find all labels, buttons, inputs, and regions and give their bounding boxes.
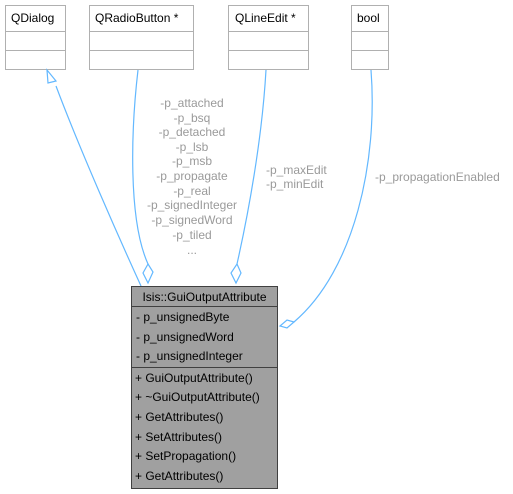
class-name-guioutputattribute: Isis::GuiOutputAttribute [142, 290, 266, 304]
edge-label-p-minedit: -p_minEdit [266, 177, 324, 191]
class-name-qlineedit: QLineEdit * [235, 11, 296, 25]
edge-label-p-tiled: -p_tiled [172, 228, 211, 242]
class-box-guioutputattribute[interactable]: Isis::GuiOutputAttribute - p_unsignedByt… [131, 286, 278, 489]
class-name-bool: bool [357, 11, 380, 25]
method-getattributes: + GetAttributes() [135, 410, 223, 424]
attribute-p-unsignedword: - p_unsignedWord [136, 330, 234, 344]
bool-edge-labels: -p_propagationEnabled [375, 170, 500, 184]
edge-lineedit-association [230, 69, 267, 285]
class-name-qdialog: QDialog [11, 11, 54, 25]
edge-inheritance-qdialog [46, 68, 142, 287]
edge-label-p-signedword: -p_signedWord [151, 213, 232, 227]
class-box-qradiobutton[interactable]: QRadioButton * [89, 5, 194, 70]
edge-label-p-propagationenabled: -p_propagationEnabled [375, 170, 500, 184]
method-getattributes-2: + GetAttributes() [135, 469, 223, 483]
lineedit-edge-labels: -p_maxEdit -p_minEdit [266, 163, 327, 191]
edge-label-p-maxedit: -p_maxEdit [266, 163, 327, 177]
class-box-qlineedit[interactable]: QLineEdit * [228, 5, 309, 70]
edge-label-p-real: -p_real [173, 184, 210, 198]
attribute-p-unsignedbyte: - p_unsignedByte [136, 310, 230, 324]
method-setpropagation: + SetPropagation() [135, 449, 236, 463]
class-box-bool[interactable]: bool [351, 5, 389, 70]
edge-label-p-lsb: -p_lsb [176, 140, 209, 154]
edge-bool-association [278, 69, 373, 329]
attribute-p-unsignedinteger: - p_unsignedInteger [136, 349, 243, 363]
edge-radio-association [132, 69, 154, 285]
class-name-qradiobutton: QRadioButton * [95, 11, 179, 25]
edge-label-p-bsq: -p_bsq [174, 111, 211, 125]
method-setattributes: + SetAttributes() [135, 430, 222, 444]
method-constructor: + GuiOutputAttribute() [135, 371, 253, 385]
method-destructor: + ~GuiOutputAttribute() [135, 390, 260, 404]
edge-label-p-propagate: -p_propagate [156, 169, 228, 183]
edge-label-p-signedinteger: -p_signedInteger [147, 198, 237, 212]
radio-edge-labels: -p_attached -p_bsq -p_detached -p_lsb -p… [147, 96, 237, 257]
edge-label-p-detached: -p_detached [159, 125, 226, 139]
edge-label-p-attached: -p_attached [160, 96, 223, 110]
class-box-qdialog[interactable]: QDialog [5, 5, 66, 70]
edge-label-p-msb: -p_msb [172, 154, 212, 168]
edge-label-ellipsis: ... [187, 243, 197, 257]
